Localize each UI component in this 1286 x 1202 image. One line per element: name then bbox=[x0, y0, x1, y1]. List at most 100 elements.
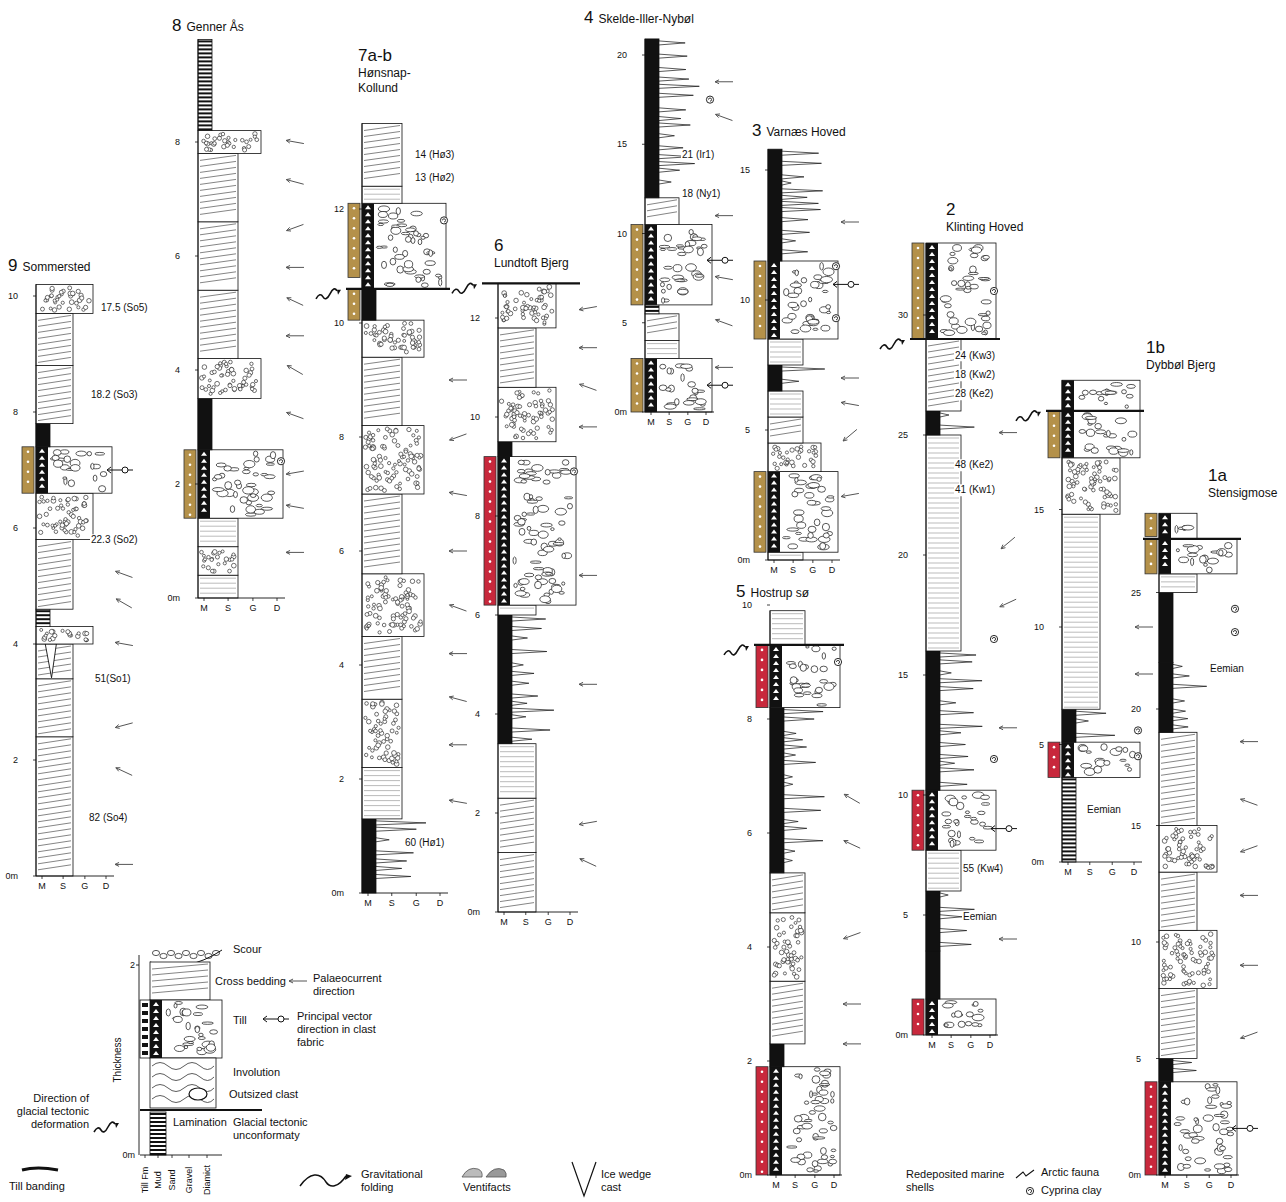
gravel-clast bbox=[772, 973, 776, 977]
gravel-clast bbox=[799, 445, 802, 448]
till-formation-dot bbox=[759, 305, 762, 308]
gravel-clast bbox=[378, 464, 383, 469]
gravel-clast bbox=[404, 617, 408, 621]
till-clast bbox=[831, 1091, 835, 1097]
till-formation-dot bbox=[353, 303, 356, 306]
till-clast bbox=[828, 1121, 834, 1124]
gravel-clast bbox=[394, 703, 399, 708]
till-clast bbox=[411, 211, 422, 216]
gravel-clast bbox=[48, 507, 52, 511]
gravel-clast bbox=[217, 563, 220, 566]
sand-tongue bbox=[782, 379, 799, 383]
gravel-clast bbox=[792, 972, 795, 975]
gravel-clast bbox=[367, 431, 370, 434]
sand-tongue bbox=[512, 650, 547, 654]
palaeocurrent-arrow bbox=[286, 504, 290, 505]
gravel-clast bbox=[368, 486, 372, 490]
till-clast bbox=[820, 543, 826, 550]
sand-tongue bbox=[782, 189, 823, 193]
palaeocurrent-arrow bbox=[286, 179, 290, 180]
till-clast bbox=[795, 270, 798, 276]
gravel-clast bbox=[388, 338, 393, 343]
gravel-clast bbox=[399, 452, 403, 456]
sand-tongue bbox=[940, 761, 955, 765]
till-clast bbox=[95, 452, 105, 455]
sediment-bed bbox=[362, 203, 446, 288]
clast-fabric-vector bbox=[722, 382, 728, 388]
gravel-clast bbox=[76, 289, 80, 293]
till-formation-dot bbox=[353, 257, 356, 260]
till-clast bbox=[971, 247, 981, 253]
mud-bed bbox=[770, 708, 784, 873]
sand-tongue bbox=[512, 715, 526, 719]
till-clast bbox=[666, 388, 671, 391]
sand-tongue bbox=[940, 731, 961, 735]
sand-tongue bbox=[782, 239, 796, 243]
till-clast bbox=[808, 483, 820, 488]
till-clast bbox=[266, 463, 274, 465]
gravel-clast bbox=[521, 312, 524, 315]
gravel-clast bbox=[533, 311, 536, 314]
gravel-clast bbox=[210, 558, 214, 562]
gravel-clast bbox=[202, 375, 205, 378]
till-clast bbox=[567, 503, 572, 508]
till-clast bbox=[830, 1155, 834, 1157]
till-clast bbox=[978, 1009, 983, 1012]
gravel-clast bbox=[372, 607, 375, 610]
gravel-clast bbox=[527, 413, 531, 417]
gravel-clast bbox=[398, 583, 402, 587]
lamina bbox=[198, 72, 212, 74]
sand-tongue bbox=[784, 849, 795, 853]
gravel-clast bbox=[521, 436, 525, 440]
till-clast bbox=[983, 255, 989, 259]
gravel-clast bbox=[84, 519, 88, 523]
gravel-clast bbox=[403, 333, 407, 337]
sand-tongue bbox=[512, 681, 529, 685]
till-clast bbox=[678, 289, 688, 294]
gravel-clast bbox=[371, 439, 375, 443]
lamina bbox=[198, 128, 212, 130]
till-clast bbox=[675, 279, 685, 281]
till-clast bbox=[822, 290, 828, 292]
till-formation-dot bbox=[761, 669, 764, 672]
till-clast bbox=[832, 647, 836, 650]
gravel-clast bbox=[394, 429, 399, 434]
sand-tongue bbox=[512, 636, 527, 640]
till-clast bbox=[667, 368, 671, 374]
gravel-clast bbox=[529, 429, 532, 432]
sand-tongue bbox=[784, 717, 814, 721]
till-clast bbox=[392, 225, 400, 227]
gravel-clast bbox=[392, 439, 397, 444]
till-clast bbox=[819, 1129, 827, 1133]
till-clast bbox=[540, 596, 551, 603]
till-clast bbox=[796, 1138, 801, 1142]
palaeocurrent-arrow bbox=[449, 799, 453, 800]
sand-tongue bbox=[940, 701, 956, 705]
lamina bbox=[198, 100, 212, 102]
mud-bed bbox=[362, 289, 376, 320]
gravel-clast bbox=[402, 455, 405, 458]
lamina bbox=[198, 80, 212, 82]
till-formation-dot bbox=[353, 227, 356, 230]
till-clast bbox=[243, 487, 254, 494]
gravel-clast bbox=[69, 300, 74, 305]
till-clast bbox=[692, 237, 702, 241]
till-clast bbox=[954, 820, 959, 824]
lamina bbox=[198, 124, 212, 126]
gravel-clast bbox=[376, 580, 380, 584]
gravel-clast bbox=[410, 341, 414, 345]
gravel-clast bbox=[794, 921, 797, 924]
gravel-clast bbox=[515, 391, 519, 395]
lamina bbox=[36, 614, 50, 616]
gravel-clast bbox=[403, 321, 407, 325]
till-formation-dot bbox=[761, 649, 764, 652]
till-clast bbox=[803, 692, 811, 695]
gravel-clast bbox=[392, 709, 396, 713]
gravel-clast bbox=[789, 925, 793, 929]
till-clast bbox=[821, 1155, 827, 1160]
till-clast bbox=[694, 408, 706, 410]
till-clast bbox=[390, 258, 396, 265]
gravel-clast bbox=[219, 391, 222, 394]
gravel-clast bbox=[402, 579, 405, 582]
gravel-clast bbox=[202, 565, 205, 568]
